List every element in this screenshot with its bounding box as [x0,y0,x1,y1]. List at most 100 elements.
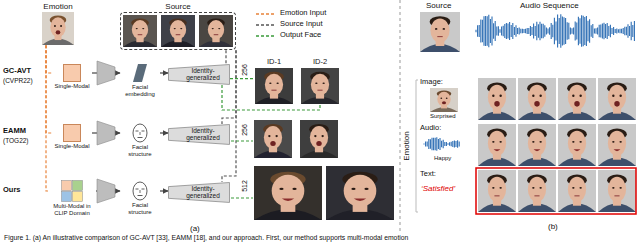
figure-caption: Figure 1. (a) An illustrative comparison… [4,234,408,242]
mouth [574,101,579,107]
wave-bar [591,25,592,37]
eye [579,95,581,98]
eye [492,95,494,98]
legend-item: Emotion Input [256,8,326,19]
structure-eye [142,131,145,132]
wave-bar [446,142,447,146]
photo-ground [199,15,233,47]
wave-bar [600,24,601,37]
audio-waveform [424,137,459,151]
wave-bar [435,138,436,150]
head [568,177,586,202]
eye [212,28,214,29]
input-label: Source [426,1,451,10]
structure-mouth [138,137,143,138]
wave-bar [563,17,564,45]
wave-bar [615,29,616,33]
wave-bar [546,27,547,34]
modality-square [73,192,83,202]
wave-bar [475,30,476,33]
wave-bar [525,29,526,33]
head [608,177,626,202]
source-photos [123,15,233,47]
wave-bar [433,138,434,151]
wave-bar [565,18,566,44]
wave-bar [599,25,600,38]
photo-ground [301,68,339,104]
face-photo [254,120,292,158]
wave-bar [567,22,568,40]
emotion-input-image: Emotion [36,2,80,45]
wave-bar [587,21,588,41]
eye [269,82,271,84]
head [310,126,328,149]
source-dashed-box [120,12,236,50]
wave-bar [490,19,491,43]
wave-bar [541,24,542,39]
node-text: Facial structure [120,144,160,158]
resolution-number: 256 [241,64,249,76]
wave-bar [626,27,627,35]
wave-bar [608,26,609,36]
wave-bar [610,25,611,38]
eye [612,95,614,98]
wave-bar [562,16,563,45]
wave-bar [455,141,456,147]
wave-bar [619,29,620,33]
eye [532,141,534,143]
wave-bar [555,21,556,40]
mouth [354,199,366,201]
resolution-number: 256 [241,124,249,136]
mouth [614,101,619,107]
modality-label: Text: [420,170,436,179]
mouth [614,195,619,196]
legend-text: Emotion Input [280,9,326,18]
facial-structure: Facial structure [120,181,160,216]
photo-ground [518,124,556,166]
decoder-shape [169,183,230,203]
node-text: Single-Modal [54,143,89,150]
photo-ground [478,124,516,166]
eye [619,187,621,189]
structure-icon [120,181,160,201]
wave-bar [517,28,518,34]
face-photo [478,170,516,212]
node-text: Facial structure [120,202,160,216]
wave-bar [503,26,504,37]
legend-text: Output Face [280,31,321,40]
photo-ground [430,88,458,112]
face-photo [254,166,322,220]
face-photo [420,12,460,52]
node-text: Identity-generalized [180,67,226,82]
modality-square [63,124,81,142]
mouth [534,149,541,151]
mouth [494,195,499,196]
node-text: Identity-generalized [180,127,226,142]
face-photo [518,124,556,166]
head [437,92,450,106]
photo-art [255,68,293,104]
wave-bar [485,16,486,46]
wave-bar [623,28,624,34]
head [265,73,283,95]
legend: Emotion InputSource InputOutput Face [256,8,326,41]
venue-tag: (TOG22) [3,137,29,144]
face-photo [300,120,338,158]
single-modal-input: Single-Modal [52,64,92,90]
node-text: ID-2 [313,58,327,67]
head [568,85,586,110]
wave-bar [557,15,558,48]
audio-waveform [476,14,634,47]
decoder-shape [169,125,230,145]
photo-ground [255,68,293,104]
wave-bar [443,140,444,149]
head [488,177,506,202]
wave-bar [603,23,604,39]
face-photo [199,15,233,47]
head [528,131,546,156]
photo-ground [598,78,636,120]
photo-ground [598,170,636,212]
eye [180,28,182,29]
wave-bar [602,23,603,38]
